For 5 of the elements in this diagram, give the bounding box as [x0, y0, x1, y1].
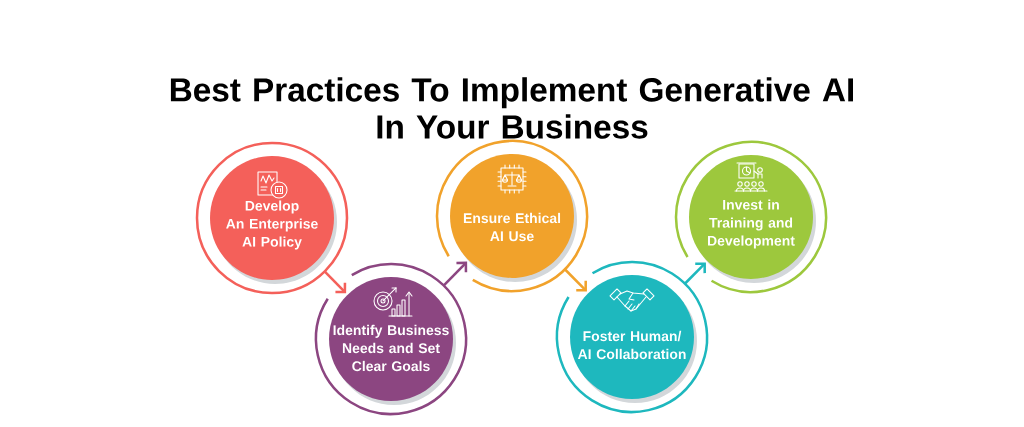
- arrow: [683, 262, 706, 285]
- title: Best Practices To Implement Generative AI In Your Business: [170, 77, 853, 139]
- arrow: [323, 270, 347, 294]
- arrow: [563, 268, 587, 292]
- arrow: [442, 261, 468, 287]
